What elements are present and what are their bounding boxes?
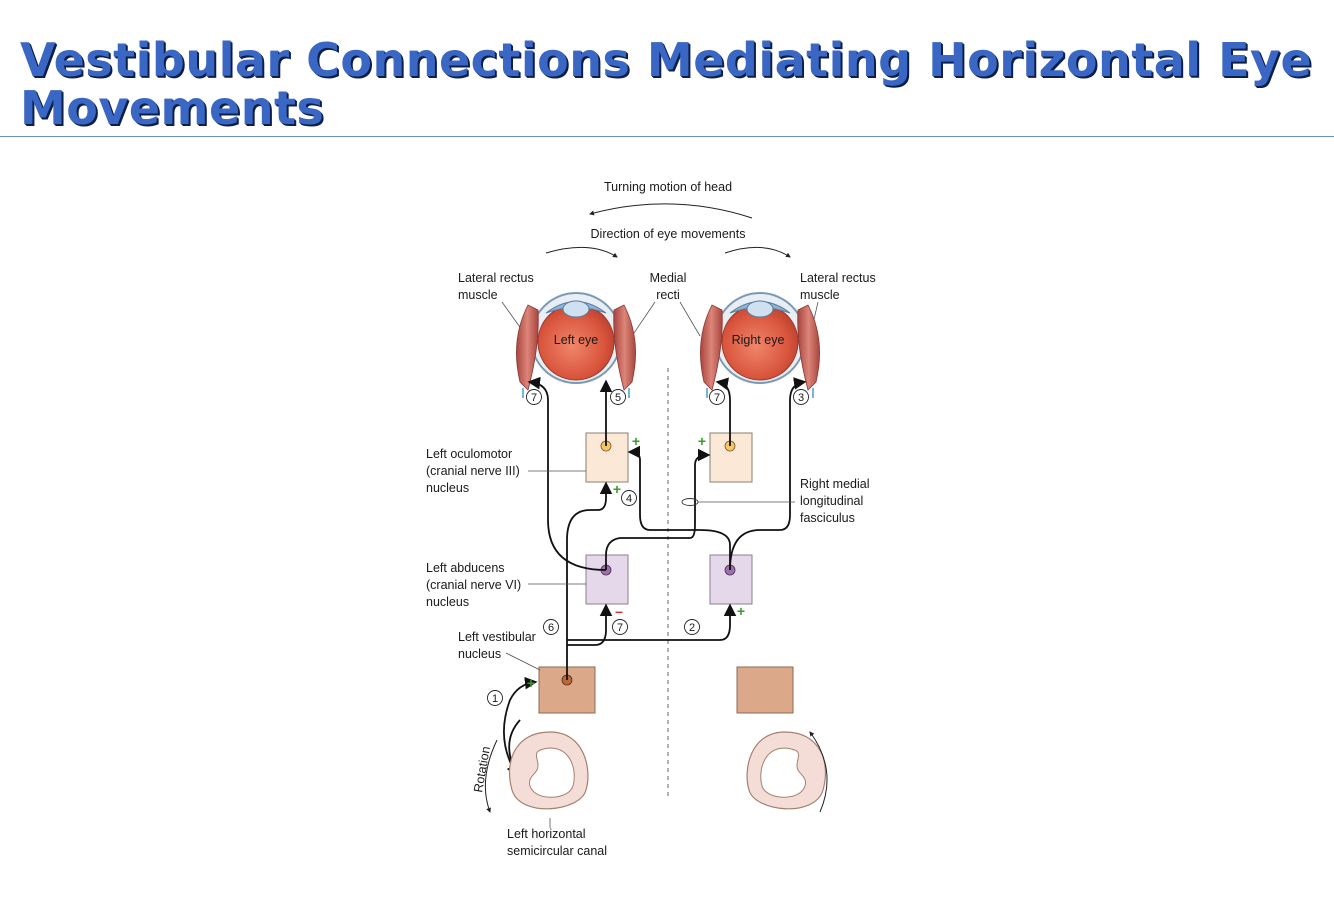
plus-sign-right-oculomotor: + (698, 433, 706, 449)
left-abducens-nucleus (585, 554, 629, 605)
lateral-rectus-right-label-1: Lateral rectus (800, 271, 876, 285)
right-mlf-label-1: Right medial (800, 477, 869, 491)
plus-sign-right-abducens: + (737, 603, 745, 619)
neural-pathways (503, 376, 807, 778)
right-mlf-label-2: longitudinal (800, 494, 863, 508)
right-eye-label: Right eye (732, 333, 785, 347)
plus-sign-step4: + (613, 481, 621, 497)
left-abducens-label-1: Left abducens (426, 561, 505, 575)
step-4: 4 (626, 493, 632, 505)
right-lateral-rectus-muscle (797, 304, 820, 391)
medial-recti-label-2: recti (656, 288, 680, 302)
right-eye: Right eye (700, 292, 820, 398)
left-abducens-label-2: (cranial nerve VI) (426, 578, 521, 592)
left-eye-direction-arrow (545, 246, 618, 258)
step-5: 5 (615, 392, 621, 404)
turning-motion-arrow (589, 203, 753, 219)
right-medial-rectus-muscle (700, 304, 723, 391)
step-7-right-medial: 7 (714, 392, 720, 404)
left-canal-label-1: Left horizontal (507, 827, 586, 841)
step-markers: 7 5 7 3 4 6 7 2 1 (487, 389, 809, 706)
step-7-left-lateral: 7 (531, 392, 537, 404)
page-title: Vestibular Connections Mediating Horizon… (20, 33, 1313, 135)
left-rotation-arrow (484, 739, 498, 813)
right-eye-direction-arrow (724, 246, 791, 258)
step-1: 1 (492, 693, 498, 705)
lateral-rectus-left-label-1: Lateral rectus (458, 271, 534, 285)
lateral-rectus-left-label-2: muscle (458, 288, 498, 302)
left-lateral-rectus-muscle (516, 304, 539, 391)
left-eye-label: Left eye (554, 333, 599, 347)
eye-direction-label: Direction of eye movements (591, 227, 746, 241)
left-vestibular-label-1: Left vestibular (458, 630, 536, 644)
right-rotation-arrow (809, 731, 828, 813)
right-semicircular-canal (746, 731, 827, 810)
step-6: 6 (548, 622, 554, 634)
right-oculomotor-nucleus (709, 432, 753, 483)
step-7-abducens: 7 (617, 622, 623, 634)
plus-sign-vestibular: + (527, 675, 535, 691)
left-canal-label-2: semicircular canal (507, 844, 607, 858)
left-oculomotor-nucleus (585, 432, 629, 483)
step-2: 2 (689, 622, 695, 634)
left-medial-rectus-muscle (613, 304, 636, 391)
left-semicircular-canal (508, 731, 589, 810)
left-eye: Left eye (516, 292, 636, 398)
right-vestibular-nucleus (736, 666, 794, 714)
left-abducens-label-3: nucleus (426, 595, 469, 609)
minus-sign-abducens: – (615, 603, 623, 619)
left-oculomotor-label-1: Left oculomotor (426, 447, 512, 461)
plus-sign-left-oculomotor: + (632, 433, 640, 449)
left-vestibular-label-2: nucleus (458, 647, 501, 661)
left-oculomotor-label-3: nucleus (426, 481, 469, 495)
lateral-rectus-right-label-2: muscle (800, 288, 840, 302)
turning-motion-label: Turning motion of head (604, 180, 732, 194)
rotation-label: Rotation (471, 745, 493, 793)
title-divider (0, 136, 1334, 137)
medial-recti-label-1: Medial (650, 271, 687, 285)
right-mlf-label-3: fasciculus (800, 511, 855, 525)
step-3: 3 (798, 392, 804, 404)
left-oculomotor-label-2: (cranial nerve III) (426, 464, 520, 478)
